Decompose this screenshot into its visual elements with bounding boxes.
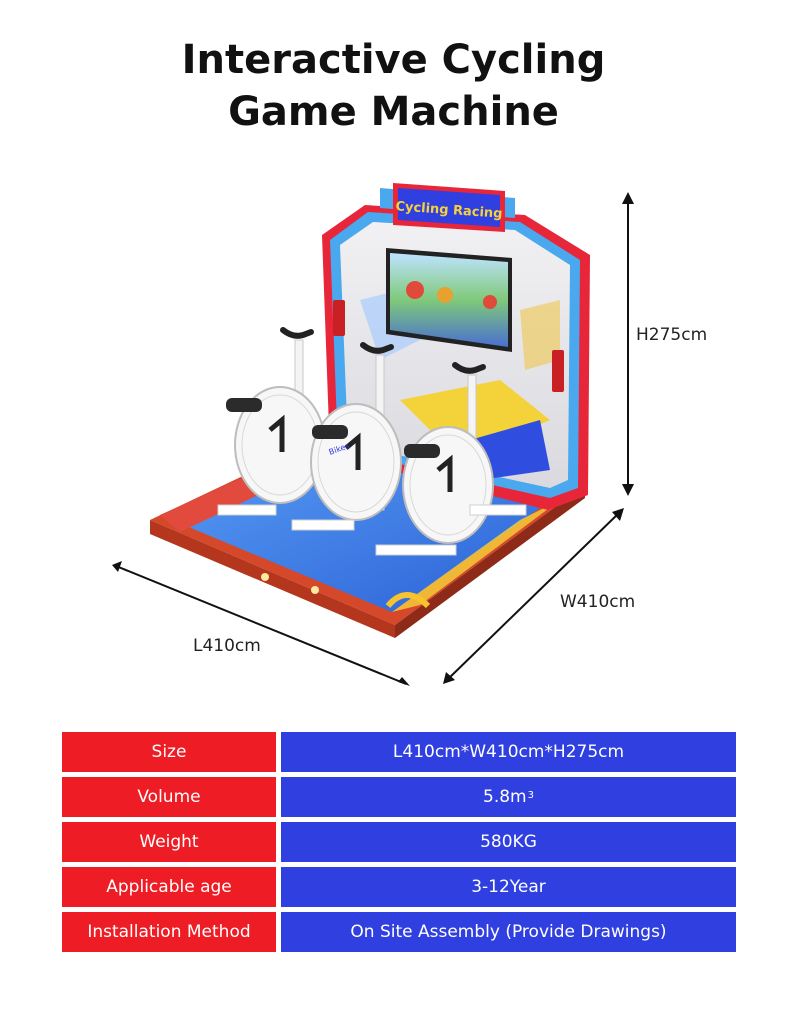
spec-value: 580KG	[281, 822, 736, 862]
page-title: Interactive Cycling Game Machine	[0, 34, 787, 138]
width-arrow	[443, 508, 624, 684]
spec-label: Applicable age	[62, 867, 276, 907]
bike-left	[217, 327, 326, 516]
spec-value: On Site Assembly (Provide Drawings)	[281, 912, 736, 952]
spec-row-installation: Installation Method On Site Assembly (Pr…	[62, 912, 736, 952]
spec-row-size: Size L410cm*W410cm*H275cm	[62, 732, 736, 772]
spec-label: Volume	[62, 777, 276, 817]
height-label: H275cm	[636, 325, 708, 345]
title-line-2: Game Machine	[228, 89, 559, 135]
spec-label: Installation Method	[62, 912, 276, 952]
volume-exponent: 3	[527, 789, 534, 801]
game-screen	[386, 248, 512, 352]
spec-value: L410cm*W410cm*H275cm	[281, 732, 736, 772]
spec-label: Weight	[62, 822, 276, 862]
title-line-1: Interactive Cycling	[181, 37, 606, 83]
spec-row-weight: Weight 580KG	[62, 822, 736, 862]
bike-middle: Bikes	[291, 342, 402, 531]
spec-value: 3-12Year	[281, 867, 736, 907]
bike-right	[375, 362, 527, 556]
sign-text: Cycling Racing	[395, 199, 503, 221]
length-arrow	[112, 561, 410, 686]
spec-row-age: Applicable age 3-12Year	[62, 867, 736, 907]
product-illustration: Cycling Racing Bike	[0, 170, 787, 710]
cabinet-sign: Cycling Racing	[380, 183, 515, 232]
volume-value: 5.8m	[483, 787, 527, 807]
height-arrow	[622, 192, 634, 496]
width-label: W410cm	[560, 592, 636, 612]
spec-label: Size	[62, 732, 276, 772]
length-label: L410cm	[193, 636, 261, 656]
